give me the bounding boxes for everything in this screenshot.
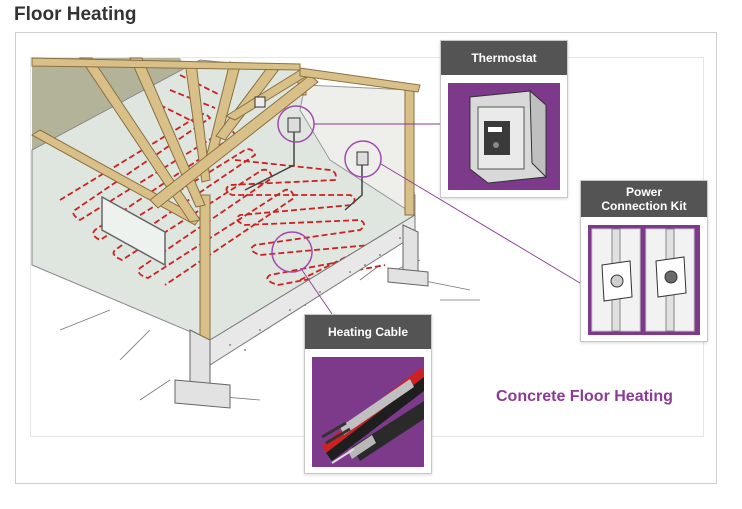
wall-thermostat xyxy=(244,96,369,211)
heating-cable-image xyxy=(312,357,424,467)
concrete-footings xyxy=(174,224,429,409)
power-kit-label-line1: Power xyxy=(625,185,662,199)
thermostat-image xyxy=(448,83,560,190)
page-title: Floor Heating xyxy=(14,4,137,25)
heating-cable-callout: Heating Cable xyxy=(304,314,432,474)
thermostat-label: Thermostat xyxy=(441,41,567,75)
diagram-caption: Concrete Floor Heating xyxy=(496,388,673,405)
window xyxy=(101,195,166,267)
power-kit-callout: Power Connection Kit xyxy=(580,180,708,342)
power-kit-image xyxy=(588,225,700,335)
heating-cable-label: Heating Cable xyxy=(305,315,431,349)
back-wall xyxy=(299,84,416,216)
concrete-speckle xyxy=(229,237,401,351)
leader-lines xyxy=(301,123,581,315)
power-kit-label: Power Connection Kit xyxy=(581,181,707,217)
power-kit-label-line2: Connection Kit xyxy=(601,199,687,213)
thermostat-callout: Thermostat xyxy=(440,40,568,198)
roof-rafters xyxy=(31,57,421,226)
